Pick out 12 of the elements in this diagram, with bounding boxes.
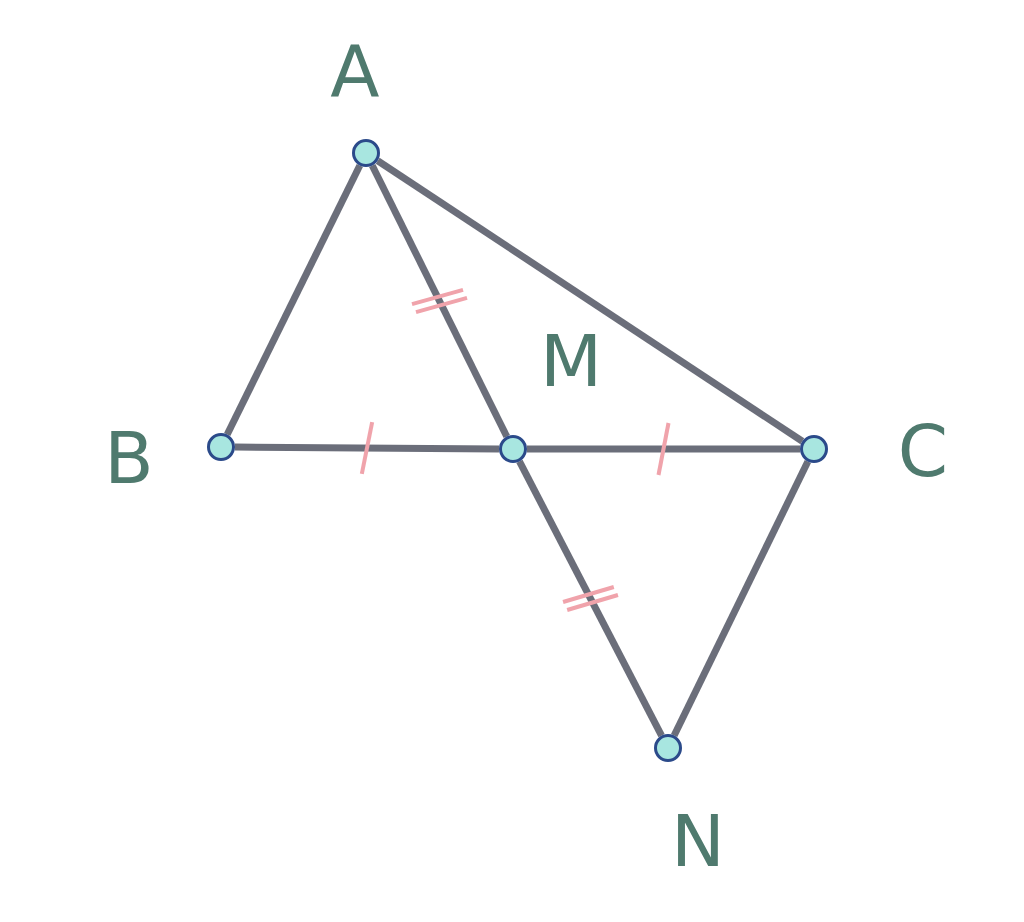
line-segment bbox=[369, 164, 510, 438]
point-label: M bbox=[539, 325, 603, 397]
line-segment bbox=[234, 443, 500, 453]
point-label: N bbox=[671, 805, 725, 877]
line-segment bbox=[671, 460, 811, 737]
line-segment bbox=[224, 164, 363, 436]
point-label: A bbox=[330, 35, 380, 107]
line-segment bbox=[527, 445, 800, 453]
line-segment bbox=[516, 459, 665, 738]
point-label: B bbox=[104, 422, 154, 494]
point-label: C bbox=[897, 415, 949, 487]
line-segment bbox=[375, 157, 805, 445]
